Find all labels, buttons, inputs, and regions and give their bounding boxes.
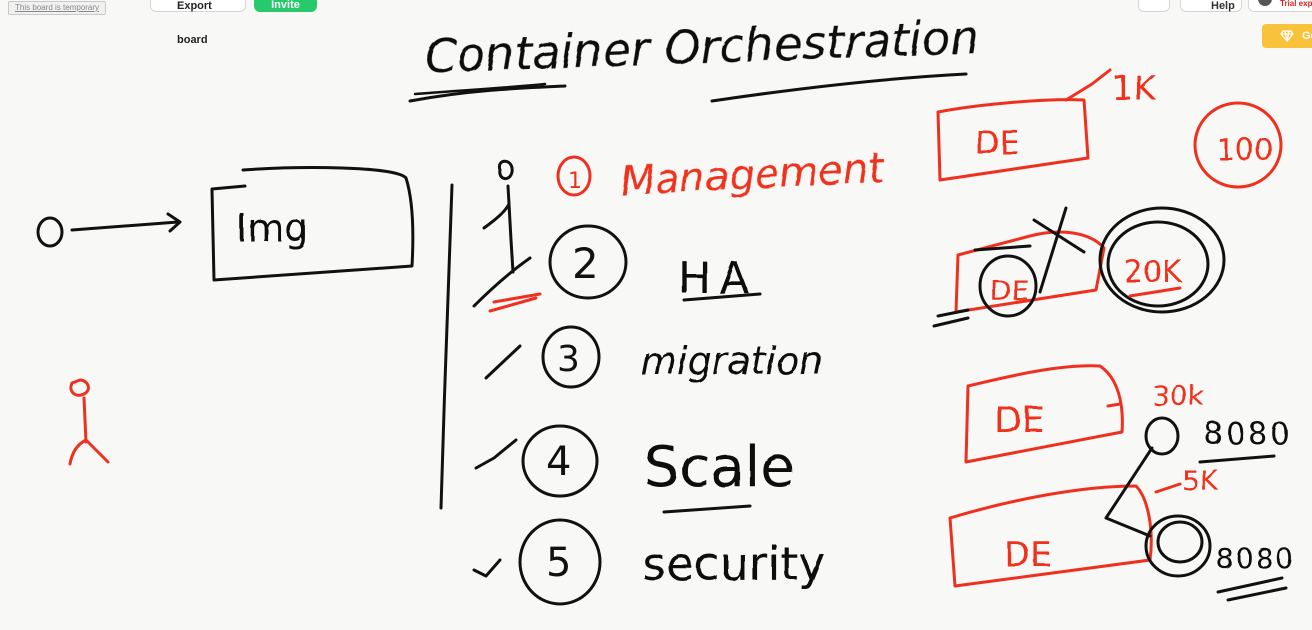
invite-button[interactable]: Invite — [254, 0, 317, 12]
count-20k: 20K — [1124, 255, 1183, 290]
port-1-underline — [1198, 454, 1276, 464]
de-2-circle — [978, 254, 1038, 318]
port-circle-2-inner — [1156, 520, 1204, 564]
temporary-board-notice: This board is temporary — [8, 1, 107, 15]
title-underline-3 — [710, 72, 968, 103]
ha-underline — [682, 292, 762, 302]
export-board-label: Export board — [177, 0, 212, 46]
list-item-3-text: migration — [640, 339, 823, 383]
red-stick-figure — [68, 378, 110, 466]
title-underline-2 — [413, 82, 547, 96]
de-label-2: DE — [990, 274, 1029, 307]
list-item-4-text: Scale — [644, 435, 795, 500]
trial-expiry-text: Trial expir — [1280, 0, 1312, 8]
count-1k: 1K — [1112, 69, 1158, 109]
count-20k-outer-circle — [1098, 206, 1226, 314]
de-label-4: DE — [1004, 535, 1052, 575]
check-mark-4 — [474, 438, 518, 470]
invite-label: Invite — [271, 0, 300, 11]
divider-line — [439, 183, 454, 510]
num-3: 3 — [557, 339, 580, 380]
count-100: 100 — [1216, 133, 1273, 168]
num-5: 5 — [546, 540, 571, 586]
port-2-underline — [1216, 576, 1288, 602]
num-circle-5 — [518, 518, 602, 606]
port-connector — [1104, 446, 1154, 538]
ground-lines — [932, 244, 1032, 328]
help-label: Help — [1211, 0, 1235, 12]
check-mark-5 — [472, 558, 502, 578]
count-5k: 5K — [1182, 464, 1219, 497]
port-circle-1 — [1144, 416, 1180, 456]
diamond-icon — [1280, 30, 1294, 42]
upgrade-label: Go — [1302, 30, 1312, 42]
list-item-5-text: security — [642, 537, 826, 591]
num-4: 4 — [546, 439, 571, 485]
count-30k: 30k — [1152, 379, 1205, 412]
help-button[interactable]: Help — [1180, 0, 1242, 12]
top-toolbar: This board is temporary Export board Inv… — [0, 0, 1312, 46]
de-box-1 — [936, 98, 1090, 182]
de-3-dash — [1106, 402, 1122, 408]
num-circle-1 — [556, 155, 592, 197]
de-label-3: DE — [994, 400, 1044, 441]
avatar — [1258, 0, 1272, 6]
num-2: 2 — [572, 239, 599, 288]
upgrade-button[interactable]: Go — [1262, 24, 1312, 48]
de-box-3 — [964, 364, 1124, 464]
num-circle-2 — [548, 224, 628, 300]
count-100-circle — [1193, 101, 1283, 189]
port-circle-2-outer — [1144, 514, 1212, 578]
export-board-button[interactable]: Export board — [150, 0, 246, 46]
de-box-4 — [948, 484, 1153, 588]
img-box-label: Img — [236, 206, 308, 250]
board-title: Container Orchestration — [424, 10, 980, 83]
home-button[interactable] — [1138, 0, 1170, 12]
arrow — [70, 212, 182, 233]
num-circle-3 — [541, 325, 601, 389]
black-stick-figure — [472, 159, 532, 308]
num-circle-4 — [521, 424, 599, 498]
num-1: 1 — [568, 169, 582, 194]
de-label-1: DE — [975, 124, 1020, 162]
count-20k-underline — [1128, 286, 1182, 298]
user-circle — [36, 216, 64, 248]
port-2: 8080 — [1216, 542, 1295, 575]
check-mark-3 — [484, 344, 522, 380]
count-20k-inner-circle — [1106, 220, 1210, 308]
de-box-2 — [954, 230, 1106, 314]
cross-mark — [1032, 206, 1086, 294]
count-5k-dash — [1154, 482, 1182, 494]
port-1: 8080 — [1204, 417, 1292, 452]
red-double-underline — [488, 292, 542, 313]
title-underline-1 — [408, 84, 567, 103]
list-item-1-text: Management — [619, 145, 886, 205]
de-1-connector — [1064, 68, 1112, 102]
img-box-outline — [210, 166, 415, 282]
scale-underline — [662, 504, 752, 514]
